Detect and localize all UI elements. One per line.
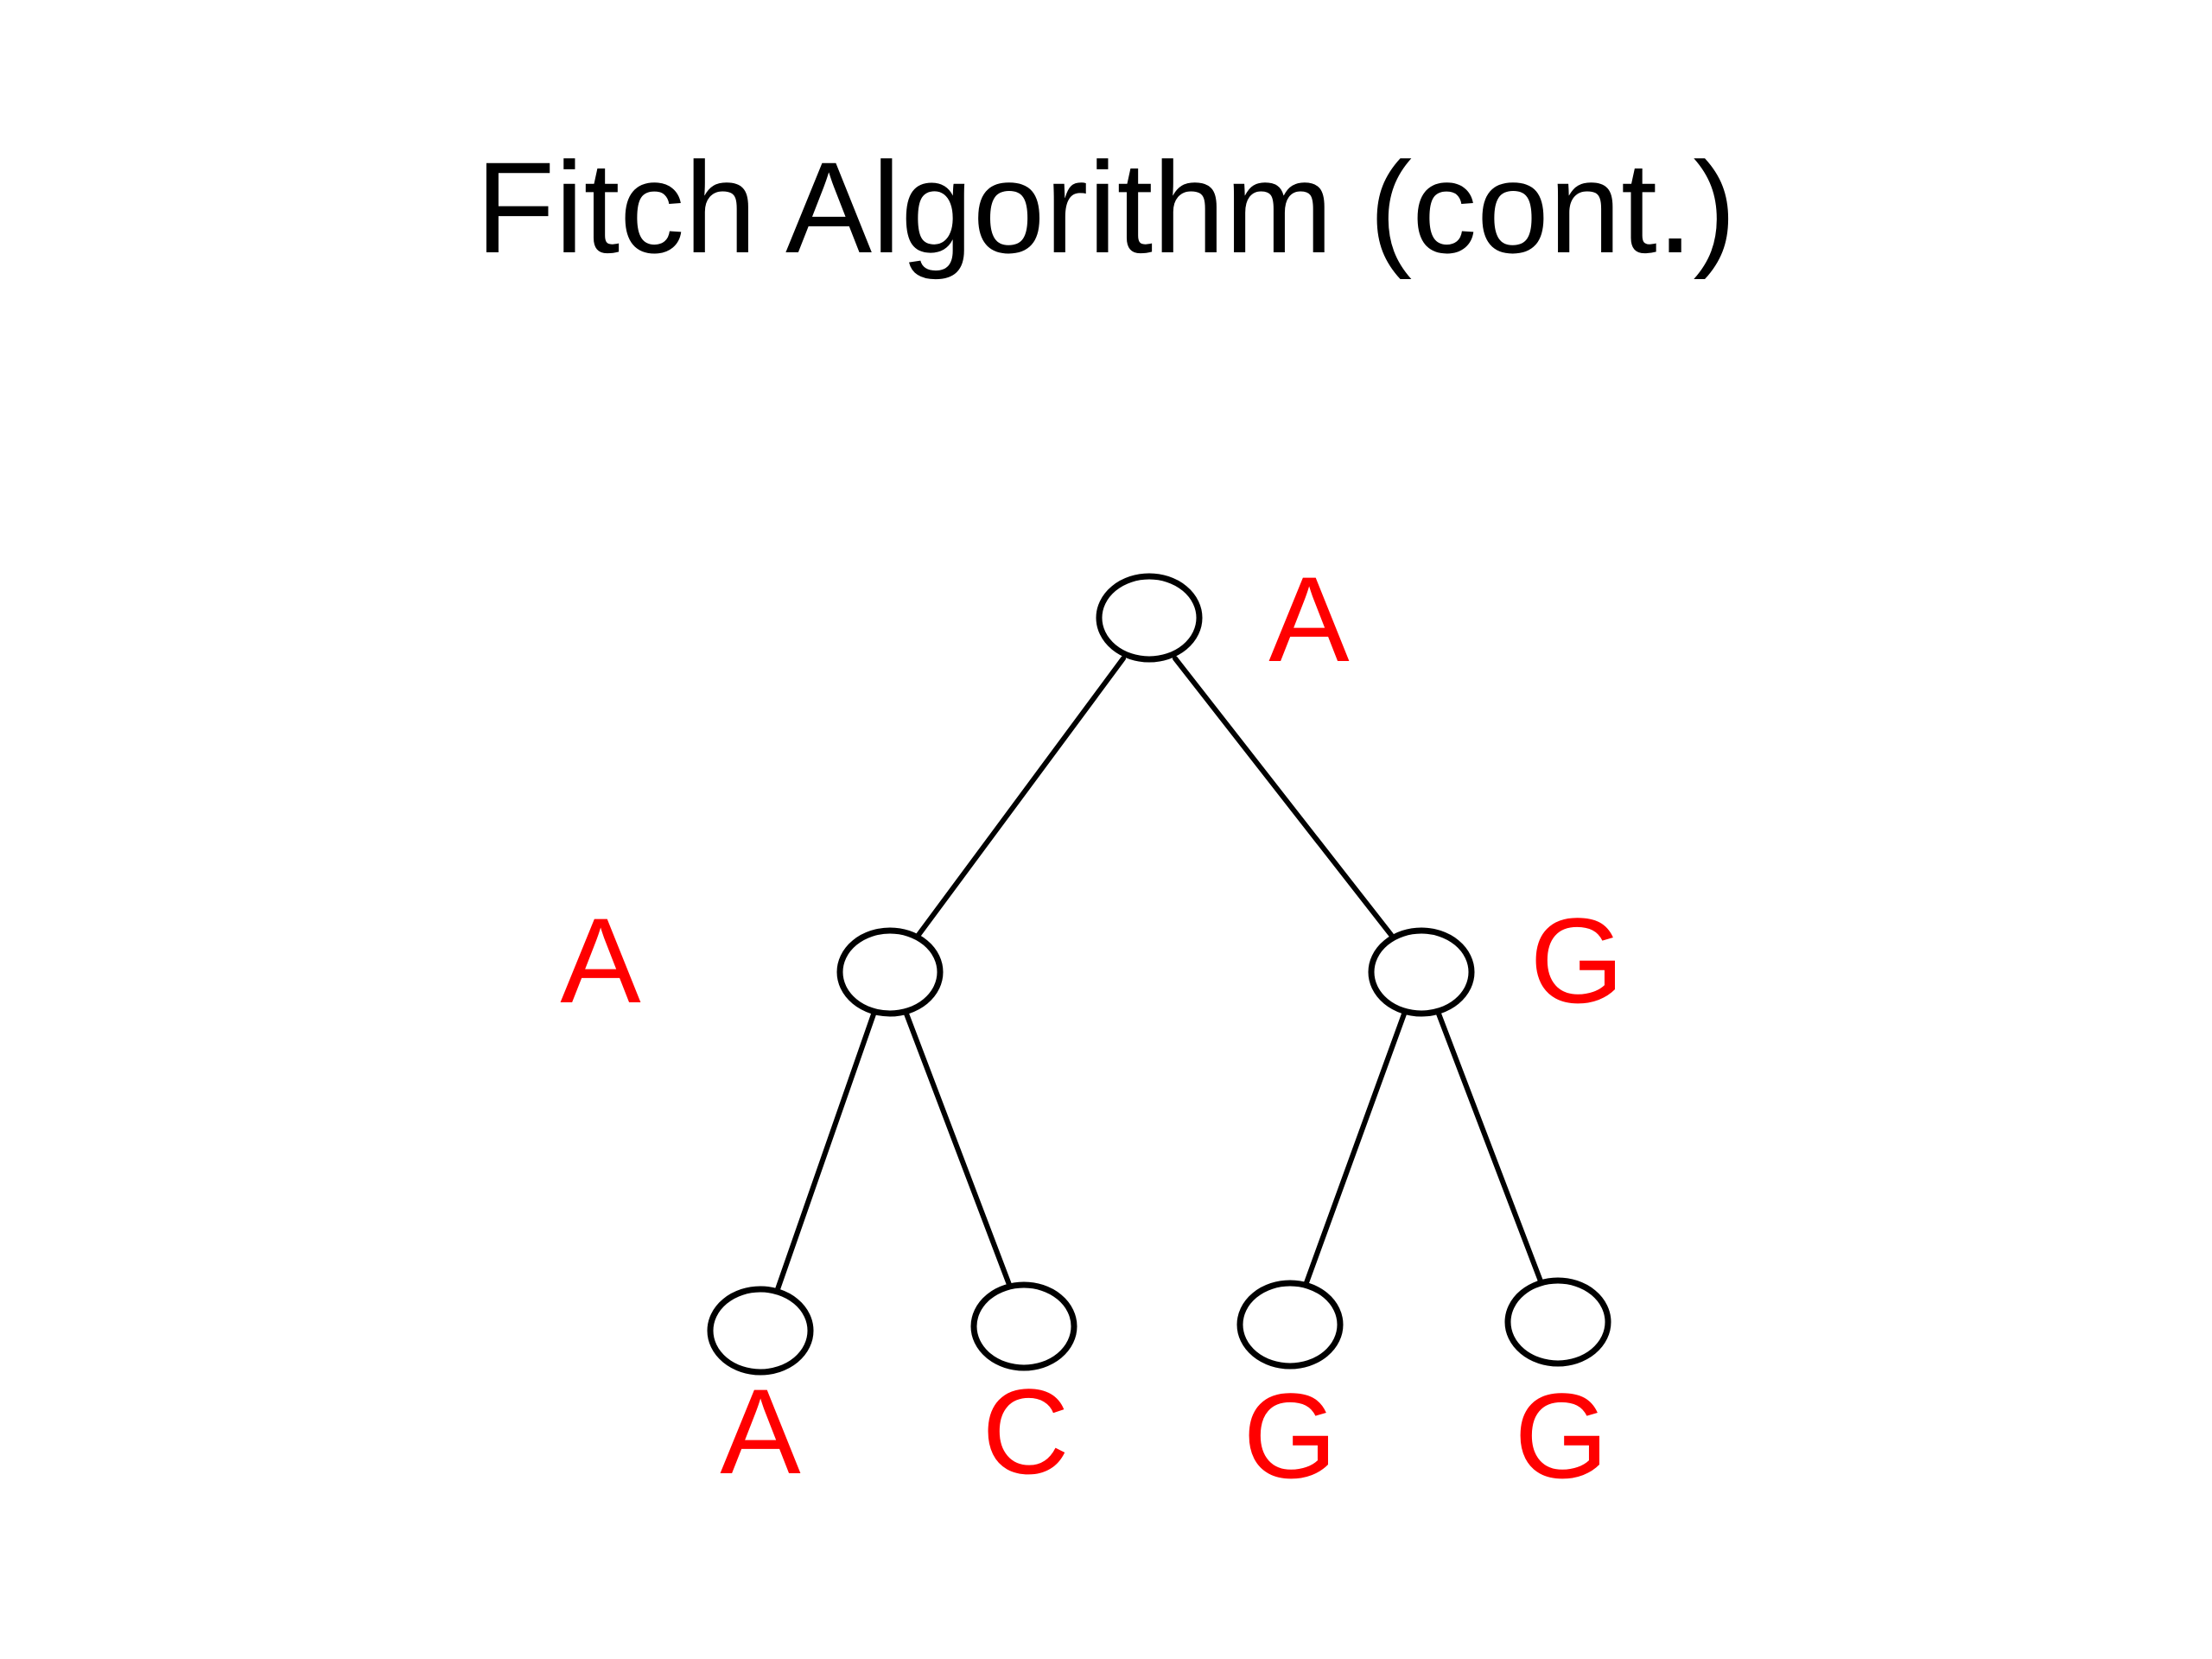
label-right: G	[1530, 893, 1624, 1028]
label-leaf2: C	[982, 1363, 1069, 1499]
label-leaf4: G	[1515, 1368, 1609, 1503]
node-leaf4	[1504, 1277, 1611, 1367]
label-left: A	[560, 893, 641, 1028]
node-leaf3	[1236, 1280, 1344, 1370]
tree-edges	[775, 656, 1545, 1292]
slide-title: Fitch Algorithm (cont.)	[475, 135, 1737, 280]
label-leaf1: A	[720, 1363, 801, 1499]
edge-right-leaf4	[1434, 1007, 1545, 1288]
edge-right-leaf3	[1302, 1007, 1408, 1290]
tree-labels: A A G A C G G	[560, 551, 1624, 1503]
edge-left-leaf2	[902, 1007, 1014, 1292]
label-leaf3: G	[1243, 1368, 1338, 1503]
edge-left-leaf1	[775, 1007, 878, 1292]
node-root	[1096, 573, 1203, 663]
edge-root-right	[1173, 656, 1394, 938]
node-leaf2	[970, 1281, 1077, 1371]
node-left	[836, 927, 944, 1017]
edge-root-left	[916, 656, 1126, 938]
node-leaf1	[707, 1286, 814, 1376]
node-right	[1368, 927, 1475, 1017]
label-root: A	[1268, 551, 1350, 687]
tree-nodes	[707, 573, 1611, 1376]
